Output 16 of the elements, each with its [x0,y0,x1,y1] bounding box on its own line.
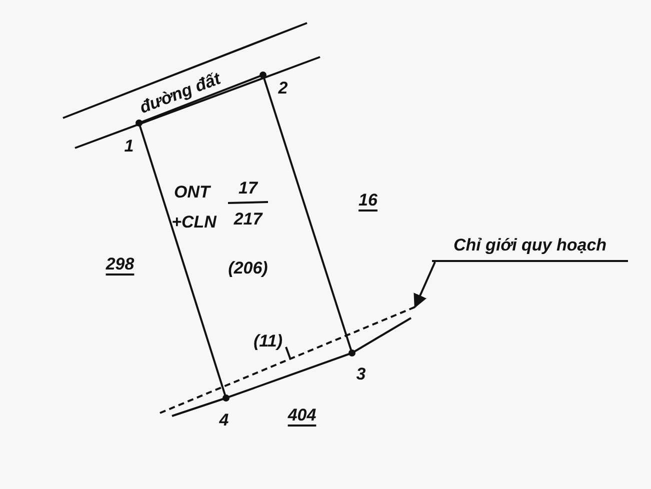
corner-point-number: 1 [124,138,134,154]
corner-point-number: 4 [219,412,229,428]
neighbor-parcel-number: 298 [106,256,134,272]
planning-boundary-label: Chỉ giới quy hoạch [453,236,607,254]
corner-point-number: 3 [356,366,366,382]
area-value: (206) [228,260,268,276]
road-name: đường đất [137,70,223,116]
parcel-number: 17 [238,180,258,196]
neighbor-parcel-number: 404 [288,406,316,424]
corner-point-number: 2 [278,80,288,96]
area-value: (11) [254,332,282,350]
neighbor-parcel-number: 16 [358,192,378,208]
leader-line [414,262,436,308]
parcel-area: 217 [234,210,262,228]
land-use-code: +CLN [172,214,216,230]
land-use-code: ONT [174,184,210,200]
